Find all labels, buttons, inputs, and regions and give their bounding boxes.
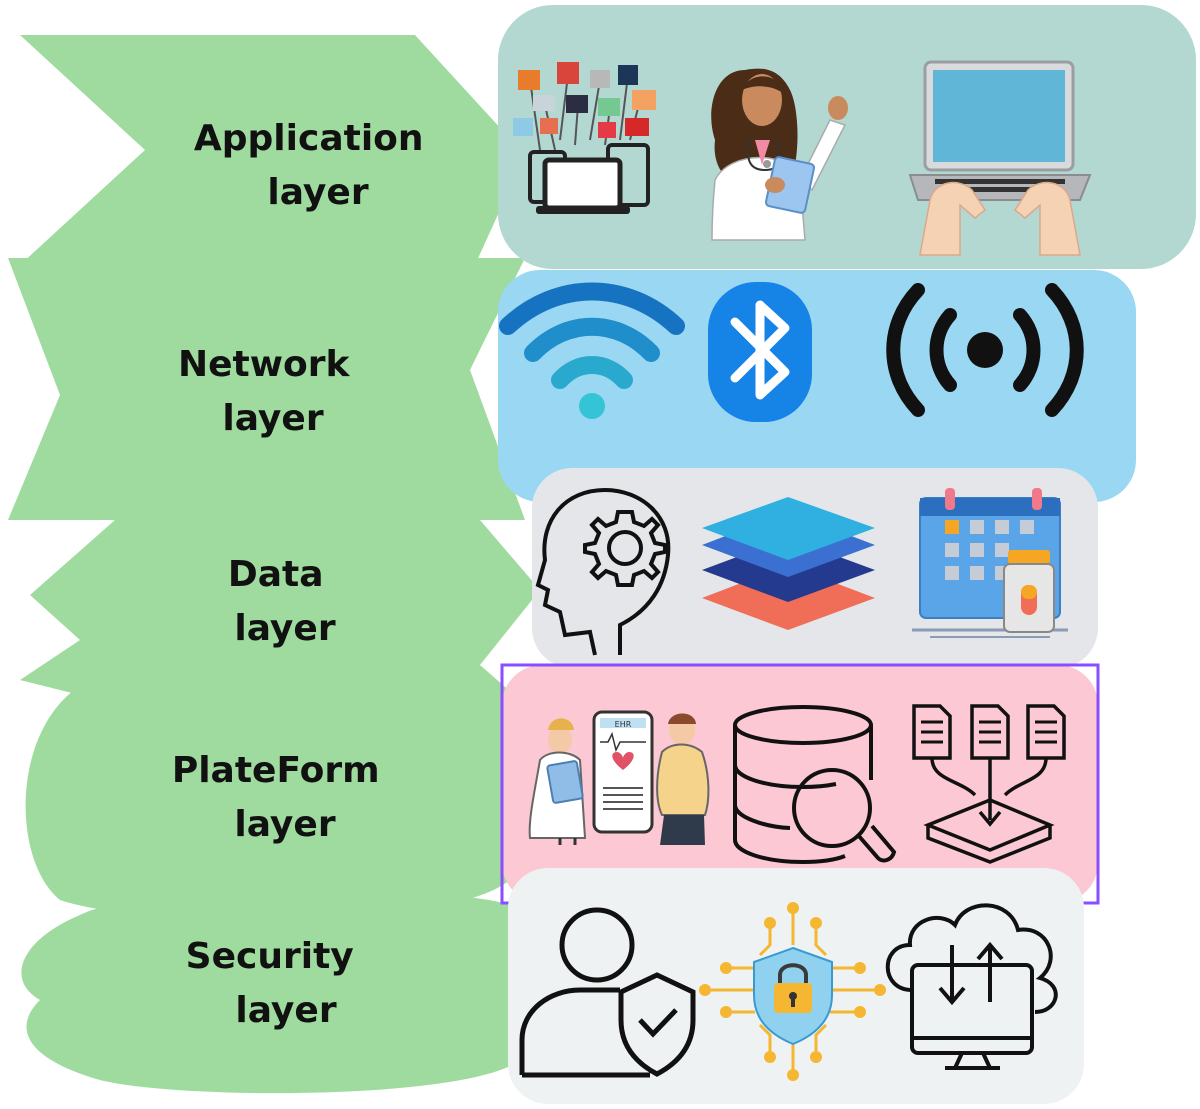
broadcast-signal-icon: [886, 283, 1084, 417]
label-shapes: [8, 35, 540, 1094]
ehr-consult-icon: EHR: [528, 710, 710, 845]
head-gear-icon: [535, 487, 671, 656]
database-search-icon: [733, 705, 897, 865]
security-label-shape: [21, 889, 521, 1094]
calendar-medicine-icon: [912, 488, 1068, 638]
devices-apps-icon: [513, 62, 656, 214]
wifi-icon: [499, 282, 685, 419]
platform-label-shape: [25, 666, 510, 921]
bluetooth-icon: [708, 282, 812, 422]
platform-label: PlateForm layer: [172, 750, 392, 845]
security-label: Security layer: [186, 936, 367, 1031]
ehr-text: EHR: [615, 720, 632, 729]
stacked-layers-icon: [702, 497, 875, 630]
network-panel: [498, 270, 1136, 502]
application-label-shape: [20, 35, 525, 265]
application-label: Application layer: [194, 118, 436, 213]
cloud-sync-monitor-icon: [885, 903, 1058, 1070]
data-label-shape: [20, 520, 540, 700]
documents-merge-icon: [912, 704, 1066, 864]
data-label: Data layer: [228, 554, 336, 649]
layer-labels: Application layer Network layer Data lay…: [172, 118, 436, 1031]
doctor-icon: [711, 68, 848, 241]
user-shield-icon: [519, 907, 696, 1078]
network-label-shape: [8, 258, 525, 520]
circuit-lock-icon: [699, 902, 886, 1081]
laptop-typing-icon: [908, 60, 1092, 256]
network-label: Network layer: [178, 344, 362, 439]
